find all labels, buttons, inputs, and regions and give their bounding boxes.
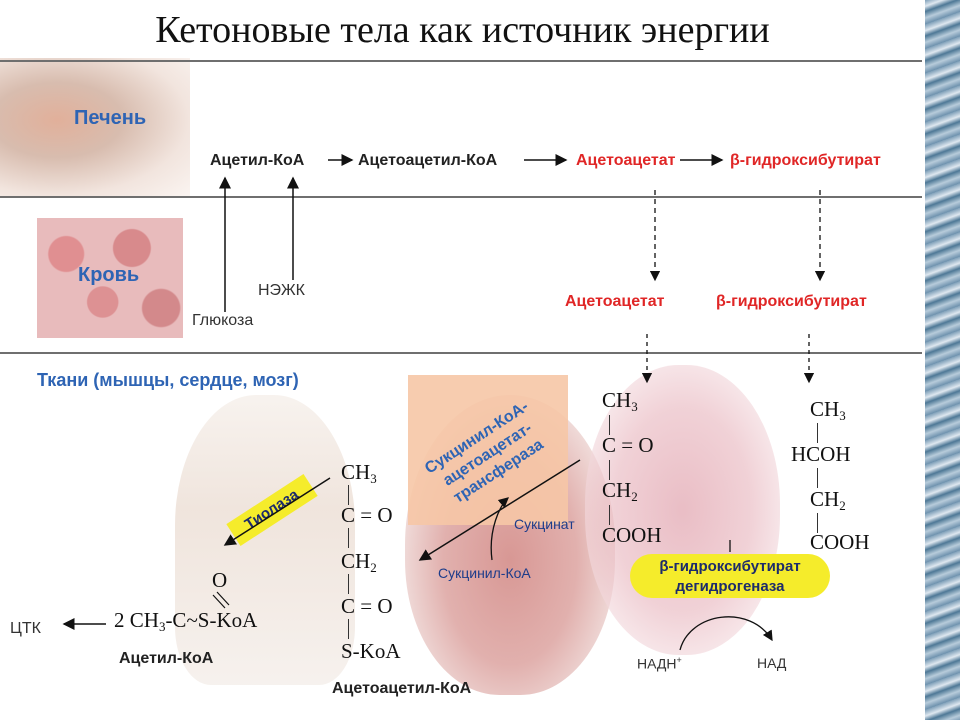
acetoacetyl-skoa: S-KoA bbox=[341, 639, 401, 663]
bond bbox=[348, 619, 349, 639]
double-bond-1 bbox=[216, 591, 230, 606]
acetoacetate-ch2: CH2 bbox=[602, 478, 638, 504]
dehydrogenase-enzyme-label: β-гидроксибутират дегидрогеназа bbox=[630, 554, 830, 598]
acetoacetate-ch3: CH3 bbox=[602, 388, 638, 414]
bhb-ch3: CH3 bbox=[810, 397, 846, 423]
bond bbox=[609, 415, 610, 435]
bond bbox=[348, 528, 349, 548]
bond bbox=[817, 513, 818, 533]
succinate-label: Сукцинат bbox=[514, 516, 575, 532]
acetoacetate-co: C = O bbox=[602, 433, 654, 457]
brain-image bbox=[585, 365, 780, 655]
blood-beta-hydroxybutyrate: β-гидроксибутират bbox=[716, 293, 867, 310]
bond bbox=[609, 505, 610, 525]
region-blood-label: Кровь bbox=[78, 264, 140, 286]
bond bbox=[817, 468, 818, 488]
blood-acetoacetate: Ацетоацетат bbox=[565, 293, 665, 310]
liver-acetyl-coa: Ацетил-КоА bbox=[210, 152, 305, 169]
acetoacetyl-ch2: CH2 bbox=[341, 549, 377, 575]
acetoacetyl-co-1: C = O bbox=[341, 503, 393, 527]
blood-nefa: НЭЖК bbox=[258, 282, 305, 299]
liver-acetoacetate: Ацетоацетат bbox=[576, 152, 676, 169]
blood-glucose: Глюкоза bbox=[192, 312, 254, 329]
slide-title: Кетоновые тела как источник энергии bbox=[155, 9, 770, 51]
blood-cells-image bbox=[37, 218, 183, 338]
arrow-thiolase bbox=[223, 477, 331, 546]
succinyl-coa-label: Сукцинил-КоА bbox=[438, 565, 531, 581]
acetoacetate-cooh: COOH bbox=[602, 523, 662, 547]
liver-blood-divider bbox=[0, 196, 922, 198]
bhb-ch2: CH2 bbox=[810, 487, 846, 513]
liver-acetoacetyl-coa: Ацетоацетил-КоА bbox=[358, 152, 498, 169]
nadh-label: НАДН+ bbox=[637, 655, 682, 672]
bond bbox=[817, 423, 818, 443]
bhb-hcoh: HCOH bbox=[791, 442, 851, 466]
acetoacetyl-co-2: C = O bbox=[341, 594, 393, 618]
acetyl-oxygen: O bbox=[212, 568, 228, 592]
bhb-cooh: COOH bbox=[810, 530, 870, 554]
region-tissues-label: Ткани (мышцы, сердце, мозг) bbox=[37, 370, 299, 390]
acetyl-coa-name: Ацетил-КоА bbox=[119, 650, 214, 667]
arrow-nad-curve bbox=[679, 616, 773, 651]
acetoacetyl-ch3: CH3 bbox=[341, 460, 377, 486]
tca-label: ЦТК bbox=[10, 620, 41, 637]
acetyl-formula: 2 CH3-C~S-KoA bbox=[114, 608, 258, 634]
bond bbox=[609, 460, 610, 480]
acetoacetyl-coa-name: Ацетоацетил-КоА bbox=[332, 680, 472, 697]
blood-tissue-divider bbox=[0, 352, 922, 354]
title-divider bbox=[0, 60, 922, 62]
liver-beta-hydroxybutyrate: β-гидроксибутират bbox=[730, 152, 881, 169]
transferase-enzyme-box bbox=[408, 375, 568, 525]
bond bbox=[348, 574, 349, 594]
double-bond-2 bbox=[212, 594, 226, 609]
watermark: MyShared bbox=[800, 664, 901, 689]
nad-label: НАД bbox=[757, 655, 787, 671]
region-liver-label: Печень bbox=[74, 107, 147, 129]
bond bbox=[348, 485, 349, 505]
muscle-body-image bbox=[175, 395, 355, 685]
arrow-succinyl-curve bbox=[490, 497, 509, 561]
decorative-sidebar bbox=[925, 0, 960, 720]
liver-image bbox=[0, 58, 190, 196]
